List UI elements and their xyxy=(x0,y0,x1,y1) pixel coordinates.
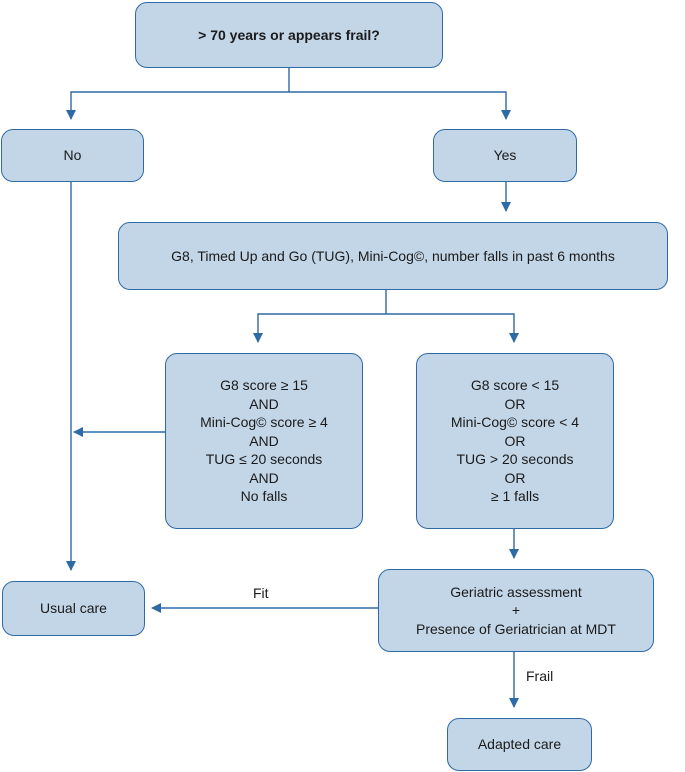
fit-criteria-node: G8 score ≥ 15 AND Mini-Cog© score ≥ 4 AN… xyxy=(165,353,363,529)
frail-criteria-line: G8 score < 15 xyxy=(470,377,560,394)
usual-care-label: Usual care xyxy=(40,600,107,617)
frail-criteria-line: OR xyxy=(504,469,526,486)
adapted-care-label: Adapted care xyxy=(477,736,562,753)
yes-label: Yes xyxy=(493,147,517,164)
fit-criteria-line: AND xyxy=(249,395,279,412)
connector-screening-to-fit xyxy=(253,313,386,343)
fit-criteria-line: Mini-Cog© score ≥ 4 xyxy=(200,414,328,431)
adapted-care-node: Adapted care xyxy=(447,718,592,771)
connector-start-to-yes xyxy=(289,91,511,120)
frail-criteria-line: OR xyxy=(504,395,526,412)
frail-criteria-node: G8 score < 15 OR Mini-Cog© score < 4 OR … xyxy=(416,353,614,529)
fit-edge-label: Fit xyxy=(253,585,269,601)
fit-criteria-line: No falls xyxy=(240,488,288,505)
frail-criteria-line: OR xyxy=(504,432,526,449)
frail-criteria-line: Mini-Cog© score < 4 xyxy=(450,414,580,431)
no-node: No xyxy=(1,129,144,182)
fit-criteria-line: AND xyxy=(249,432,279,449)
geriatric-assessment-line: + xyxy=(511,602,521,619)
connector-start-to-no xyxy=(66,91,289,120)
fit-criteria-line: AND xyxy=(249,469,279,486)
geriatric-assessment-line: Geriatric assessment xyxy=(450,583,582,600)
start-question-label: > 70 years or appears frail? xyxy=(198,26,380,43)
frail-criteria-line: TUG > 20 seconds xyxy=(456,451,574,468)
geriatric-assessment-line: Presence of Geriatrician at MDT xyxy=(416,620,616,637)
fit-criteria-line: TUG ≤ 20 seconds xyxy=(205,451,323,468)
frail-edge-label: Frail xyxy=(526,668,554,684)
screening-label: G8, Timed Up and Go (TUG), Mini-Cog©, nu… xyxy=(171,247,615,264)
frail-criteria-line: ≥ 1 falls xyxy=(490,488,540,505)
start-question-node: > 70 years or appears frail? xyxy=(135,2,443,68)
usual-care-node: Usual care xyxy=(2,581,145,636)
no-label: No xyxy=(63,147,82,164)
connector-screening-to-frail xyxy=(386,313,519,343)
screening-node: G8, Timed Up and Go (TUG), Mini-Cog©, nu… xyxy=(118,222,668,290)
yes-node: Yes xyxy=(433,129,577,182)
fit-criteria-line: G8 score ≥ 15 xyxy=(220,377,308,394)
geriatric-assessment-node: Geriatric assessment + Presence of Geria… xyxy=(378,569,654,652)
